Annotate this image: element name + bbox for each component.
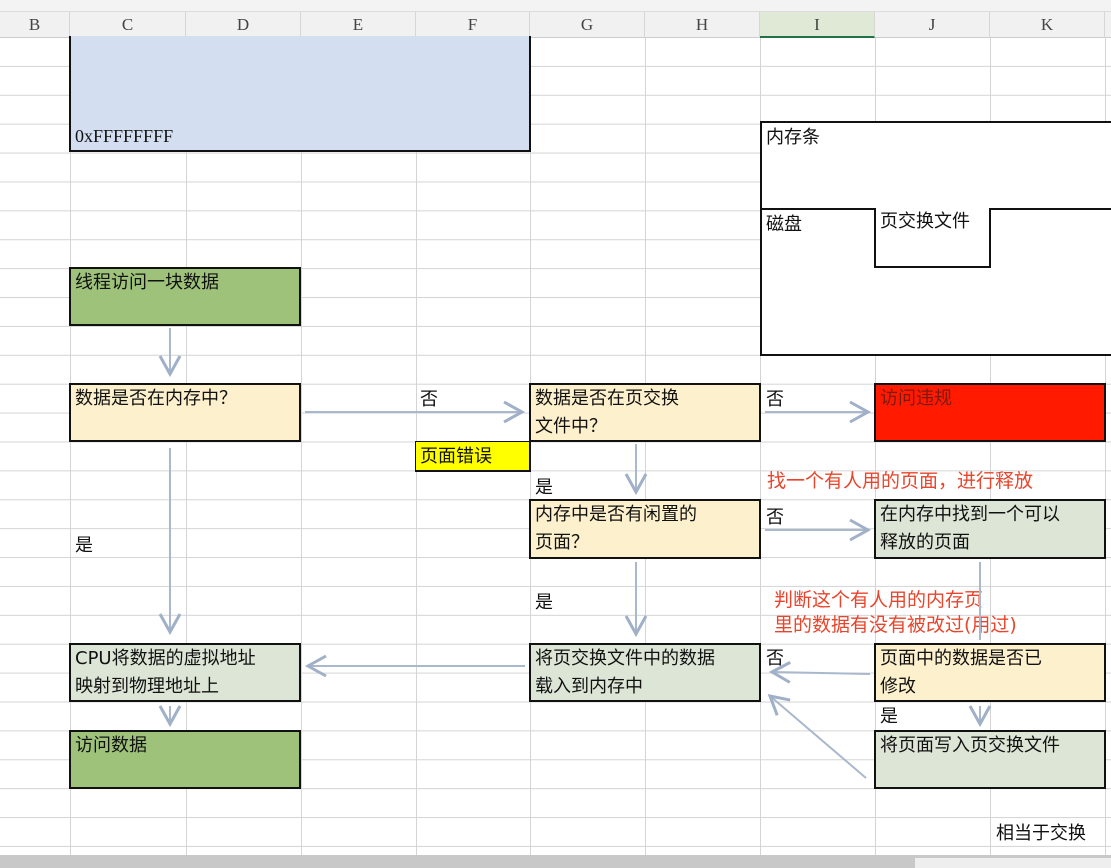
arrow-left	[768, 661, 871, 684]
in-swapfile-box[interactable]: 数据是否在页交换文件中？	[529, 383, 761, 442]
grid-line	[990, 38, 991, 855]
no-label: 否	[766, 389, 784, 410]
grid-line	[70, 38, 71, 855]
page-modified-box[interactable]: 页面中的数据是否已修改	[874, 643, 1106, 702]
yes-label: 是	[75, 535, 93, 556]
title-bar	[0, 0, 1111, 12]
grid-line	[1105, 38, 1106, 855]
in-memory-box[interactable]: 数据是否在内存中？	[69, 383, 301, 442]
access-violation-box[interactable]: 访问违规	[874, 383, 1106, 442]
col-j[interactable]: J	[875, 12, 990, 38]
col-b[interactable]: B	[0, 12, 70, 38]
col-f[interactable]: F	[416, 12, 530, 38]
swapfile-label: 页交换文件	[880, 211, 970, 232]
column-header: B C D E F G H I J K	[0, 12, 1111, 38]
no-label: 否	[420, 389, 438, 410]
grid-line	[760, 38, 761, 855]
scrollbar-thumb[interactable]	[915, 858, 1111, 868]
no-label: 否	[766, 507, 784, 528]
horizontal-scrollbar[interactable]	[0, 855, 1111, 868]
load-data-box[interactable]: 将页交换文件中的数据载入到内存中	[529, 643, 761, 702]
yes-label: 是	[535, 592, 553, 613]
write-page-box[interactable]: 将页面写入页交换文件	[874, 730, 1106, 789]
swapfile-box: 页交换文件	[874, 208, 991, 268]
page-fault-label[interactable]: 页面错误	[415, 441, 531, 472]
note-equivalent: 相当于交换	[996, 823, 1086, 844]
col-c[interactable]: C	[70, 12, 186, 38]
find-page-box[interactable]: 在内存中找到一个可以释放的页面	[874, 499, 1106, 559]
address-space-box[interactable]: 0xFFFFFFFF	[69, 36, 531, 152]
col-i[interactable]: I	[760, 12, 875, 38]
col-k[interactable]: K	[990, 12, 1105, 38]
note-judge-1: 判断这个有人用的内存页	[774, 589, 984, 611]
grid-line	[186, 38, 187, 855]
free-page-box[interactable]: 内存中是否有闲置的页面？	[529, 499, 761, 559]
arrow-diagonal	[767, 693, 867, 779]
grid-line	[301, 38, 302, 855]
col-d[interactable]: D	[186, 12, 301, 38]
thread-access-box[interactable]: 线程访问一块数据	[69, 267, 301, 326]
grid-line	[875, 38, 876, 855]
note-release: 找一个有人用的页面，进行释放	[767, 470, 1034, 492]
memory-legend-box	[760, 121, 1111, 356]
disk-label: 磁盘	[766, 214, 802, 235]
access-data-box[interactable]: 访问数据	[69, 730, 301, 789]
address-label: 0xFFFFFFFF	[75, 126, 174, 146]
yes-label: 是	[880, 706, 898, 727]
col-g[interactable]: G	[530, 12, 645, 38]
yes-label: 是	[535, 477, 553, 498]
col-e[interactable]: E	[301, 12, 416, 38]
col-h[interactable]: H	[645, 12, 760, 38]
grid-line	[645, 38, 646, 855]
memory-label: 内存条	[766, 127, 820, 148]
map-address-box[interactable]: CPU将数据的虚拟地址映射到物理地址上	[69, 643, 301, 702]
note-judge-2: 里的数据有没有被改过(用过)	[774, 614, 1017, 636]
